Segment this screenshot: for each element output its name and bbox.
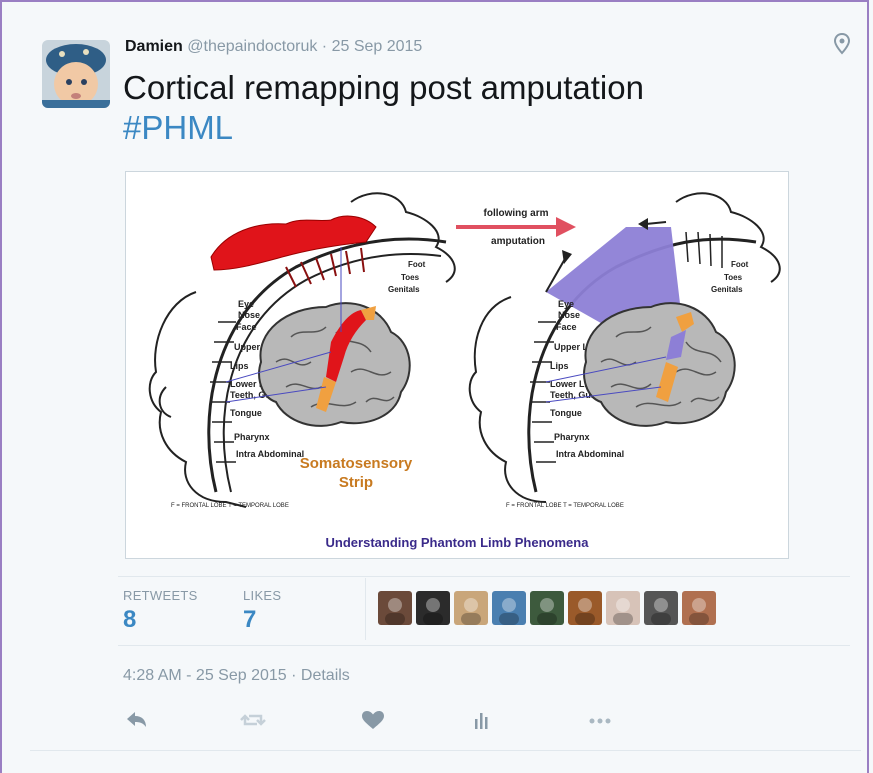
right-label-pharynx: Pharynx [554,432,590,442]
label-foot: Foot [408,260,426,269]
more-icon[interactable] [583,705,617,735]
author-handle[interactable]: @thepaindoctoruk [187,38,317,55]
likers-list [378,591,716,627]
details-link[interactable]: Details [301,667,350,684]
right-label-eye: Eye [558,299,574,309]
tweet-body: Cortical remapping post amputation [123,68,823,108]
retweet-icon[interactable] [236,705,270,735]
tweet-media-image[interactable]: Eye Nose Face Upper Lip Lips Lower Lip T… [125,171,789,559]
label-genitals: Genitals [388,285,420,294]
right-label-lips: Lips [550,361,569,371]
liker-avatar-8[interactable] [644,591,678,625]
liker-avatar-6[interactable] [568,591,602,625]
hashtag-link[interactable]: #PHML [123,108,823,148]
label-lips: Lips [230,361,249,371]
label-toes: Toes [401,273,420,282]
liker-avatar-3[interactable] [454,591,488,625]
liker-avatar-9[interactable] [682,591,716,625]
label-eye: Eye [238,299,254,309]
tweet-text: Cortical remapping post amputation #PHML [123,68,823,148]
liker-avatar-5[interactable] [530,591,564,625]
footnote-left: F = FRONTAL LOBE T = TEMPORAL LOBE [171,503,289,509]
likes-label: LIKES [243,588,281,603]
right-label-genitals: Genitals [711,285,743,294]
tweet-timestamp: 4:28 AM - 25 Sep 2015 · Details [123,667,350,685]
right-label-tongue: Tongue [550,408,582,418]
label-pharynx: Pharynx [234,432,270,442]
liker-avatar-1[interactable] [378,591,412,625]
right-label-face: Face [556,322,577,332]
strip-label-line1: Somatosensory [300,455,413,472]
retweets-count[interactable]: 8 [123,606,136,634]
stats-top-divider [118,576,850,577]
strip-label-line2: Strip [339,474,373,491]
likes-count[interactable]: 7 [243,606,256,634]
stats-vertical-divider [365,578,366,640]
right-label-toes: Toes [724,273,743,282]
location-pin-icon[interactable] [833,33,851,55]
label-nose: Nose [238,310,260,320]
author-name[interactable]: Damien [125,38,183,55]
liker-avatar-4[interactable] [492,591,526,625]
label-face: Face [236,322,257,332]
label-tongue: Tongue [230,408,262,418]
liker-avatar-2[interactable] [416,591,450,625]
analytics-icon[interactable] [464,705,498,735]
retweets-label: RETWEETS [123,588,198,603]
right-label-intra-abdominal: Intra Abdominal [556,449,624,459]
timestamp-text[interactable]: 4:28 AM - 25 Sep 2015 [123,667,287,684]
liker-avatar-7[interactable] [606,591,640,625]
label-intra-abdominal: Intra Abdominal [236,449,304,459]
right-label-nose: Nose [558,310,580,320]
tweet-date[interactable]: 25 Sep 2015 [332,38,423,55]
footnote-right: F = FRONTAL LOBE T = TEMPORAL LOBE [506,503,624,509]
tweet-bottom-divider [30,750,861,751]
tweet-actions [118,705,638,735]
arrow-label-line1: following arm [484,208,549,219]
reply-icon[interactable] [118,705,152,735]
amputation-arrow: following arm amputation [456,208,576,247]
avatar[interactable] [42,40,110,108]
right-label-foot: Foot [731,260,749,269]
details-separator: · [287,667,301,684]
figure-caption: Understanding Phantom Limb Phenomena [326,535,590,550]
tweet-header: Damien @thepaindoctoruk · 25 Sep 2015 [125,38,422,56]
date-separator: · [317,38,331,55]
like-icon[interactable] [356,705,390,735]
arrow-label-line2: amputation [491,236,545,247]
left-homunculus-diagram: Eye Nose Face Upper Lip Lips Lower Lip T… [150,193,455,509]
stats-bottom-divider [118,645,850,646]
